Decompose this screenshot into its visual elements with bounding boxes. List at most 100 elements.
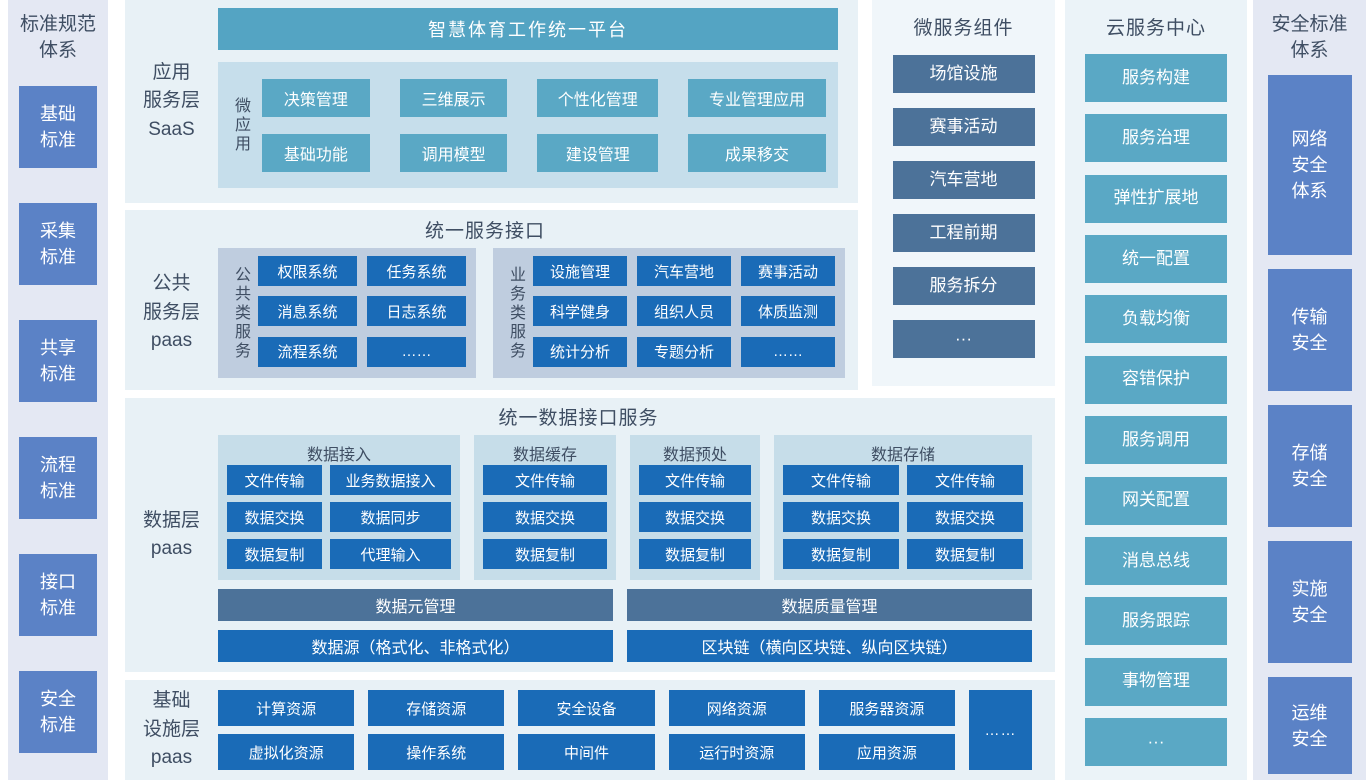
data-op-box: 数据复制 (907, 539, 1023, 569)
microservice-box: 服务拆分 (892, 267, 1035, 305)
platform-title-bar: 智慧体育工作统一平台 (218, 8, 838, 50)
data-op-box: 数据同步 (330, 502, 451, 532)
data-cache-group: 数据缓存 文件传输数据交换数据复制 (474, 435, 616, 580)
service-box: 汽车营地 (637, 256, 731, 286)
infrastructure-layer: 基础 设施层 paas 计算资源存储资源安全设备网络资源服务器资源虚拟化资源操作… (125, 680, 1055, 780)
micro-app-vertical-label: 微应用 (232, 96, 249, 154)
security-sidebar-title: 安全标准 体系 (1271, 14, 1348, 61)
data-source-bar: 数据源（格式化、非格式化） (218, 630, 613, 662)
service-box: …… (367, 336, 466, 367)
microservice-components-panel: 微服务组件 场馆设施赛事活动汽车营地工程前期服务拆分··· (872, 0, 1055, 386)
cloud-service-box: 事物管理 (1085, 657, 1227, 706)
data-storage-group: 数据存储 文件传输文件传输数据交换数据交换数据复制数据复制 (774, 435, 1032, 580)
security-standards-sidebar: 安全标准 体系 网络 安全 体系传输 安全存储 安全实施 安全运维 安全 (1253, 0, 1366, 780)
cloud-service-box: 服务治理 (1085, 114, 1227, 163)
infrastructure-body: 计算资源存储资源安全设备网络资源服务器资源虚拟化资源操作系统中间件运行时资源应用… (218, 690, 1032, 770)
infrastructure-grid: 计算资源存储资源安全设备网络资源服务器资源虚拟化资源操作系统中间件运行时资源应用… (218, 690, 955, 770)
data-groups-row: 数据接入 文件传输业务数据接入数据交换数据同步数据复制代理输入 数据缓存 文件传… (218, 435, 1032, 580)
data-storage-title: 数据存储 (870, 446, 935, 464)
service-box: 流程系统 (258, 336, 357, 367)
cloud-service-center-panel: 云服务中心 服务构建服务治理弹性扩展地统一配置负载均衡容错保护服务调用网关配置消… (1065, 0, 1247, 780)
public-services-grid: 权限系统任务系统消息系统日志系统流程系统…… (258, 256, 466, 370)
microservice-list: 场馆设施赛事活动汽车营地工程前期服务拆分··· (892, 55, 1035, 358)
standard-box: 安全 标准 (19, 671, 97, 754)
service-box: 消息系统 (258, 296, 357, 327)
resource-box: 服务器资源 (818, 690, 955, 726)
data-op-box: 数据交换 (483, 502, 607, 532)
micro-app-button: 三维展示 (399, 78, 508, 117)
security-box: 存储 安全 (1267, 405, 1352, 528)
standard-box: 采集 标准 (19, 203, 97, 286)
data-preprocess-title: 数据预处 (662, 446, 727, 464)
data-op-box: 数据交换 (639, 502, 751, 532)
micro-app-button: 专业管理应用 (688, 78, 826, 117)
cloud-panel-title: 云服务中心 (1105, 18, 1206, 39)
cloud-service-box: ··· (1085, 717, 1227, 766)
standards-sidebar-title: 标准规范 体系 (19, 14, 96, 61)
cloud-service-box: 服务调用 (1085, 416, 1227, 465)
standard-box: 基础 标准 (19, 86, 97, 169)
microservice-box: 赛事活动 (892, 108, 1035, 146)
data-source-bars: 数据源（格式化、非格式化） 区块链（横向区块链、纵向区块链） (218, 630, 1032, 662)
data-access-title: 数据接入 (306, 446, 371, 464)
standards-list: 基础 标准采集 标准共享 标准流程 标准接口 标准安全 标准 (19, 86, 97, 754)
saas-body: 智慧体育工作统一平台 微应用 决策管理三维展示个性化管理专业管理应用基础功能调用… (218, 8, 838, 195)
data-op-box: 数据交换 (783, 502, 899, 532)
data-preprocess-grid: 文件传输数据交换数据复制 (639, 465, 751, 575)
data-op-box: 数据复制 (639, 539, 751, 569)
data-management-bars: 数据元管理 数据质量管理 (218, 589, 1032, 621)
paas-layer-label: 公共 服务层 paas (142, 273, 200, 352)
data-op-box: 数据复制 (783, 539, 899, 569)
cloud-service-box: 服务构建 (1085, 54, 1227, 102)
microservice-box: 汽车营地 (892, 161, 1035, 199)
service-box: 赛事活动 (741, 256, 835, 286)
data-storage-grid: 文件传输文件传输数据交换数据交换数据复制数据复制 (783, 465, 1023, 575)
micro-apps-grid: 决策管理三维展示个性化管理专业管理应用基础功能调用模型建设管理成果移交 (262, 78, 826, 172)
micro-app-button: 基础功能 (262, 133, 370, 172)
data-op-box: 数据交换 (227, 502, 322, 532)
infrastructure-more-box: …… (969, 690, 1032, 770)
data-access-group: 数据接入 文件传输业务数据接入数据交换数据同步数据复制代理输入 (218, 435, 460, 580)
security-box: 实施 安全 (1267, 541, 1352, 664)
quality-management-bar: 数据质量管理 (627, 589, 1032, 621)
data-op-box: 文件传输 (483, 465, 607, 495)
data-op-box: 文件传输 (907, 465, 1023, 495)
data-op-box: 文件传输 (639, 465, 751, 495)
data-preprocess-group: 数据预处 文件传输数据交换数据复制 (630, 435, 760, 580)
service-box: …… (741, 336, 835, 367)
security-box: 网络 安全 体系 (1267, 75, 1352, 256)
data-op-box: 代理输入 (330, 539, 451, 569)
app-and-service-layers: 应用 服务层 SaaS 智慧体育工作统一平台 微应用 决策管理三维展示个性化管理… (125, 0, 858, 390)
data-layer-label: 数据层 paas (142, 509, 200, 560)
service-box: 权限系统 (258, 256, 357, 286)
security-box: 运维 安全 (1267, 677, 1352, 775)
blockchain-bar: 区块链（横向区块链、纵向区块链） (627, 630, 1032, 662)
meta-management-bar: 数据元管理 (218, 589, 613, 621)
microservice-box: 工程前期 (892, 214, 1035, 252)
service-box: 设施管理 (533, 256, 627, 286)
business-services-grid: 设施管理汽车营地赛事活动科学健身组织人员体质监测统计分析专题分析…… (533, 256, 835, 370)
microservice-panel-title: 微服务组件 (913, 18, 1014, 39)
cloud-service-box: 负载均衡 (1085, 295, 1227, 344)
business-services-vertical-label: 业务类服务 (507, 265, 524, 361)
micro-apps-panel: 微应用 决策管理三维展示个性化管理专业管理应用基础功能调用模型建设管理成果移交 (218, 62, 838, 188)
main-architecture-column: 应用 服务层 SaaS 智慧体育工作统一平台 微应用 决策管理三维展示个性化管理… (125, 0, 1055, 780)
resource-box: 网络资源 (668, 690, 805, 726)
data-layer: 数据层 paas 统一数据接口服务 数据接入 文件传输业务数据接入数据交换数据同… (125, 398, 1055, 672)
saas-layer-label: 应用 服务层 SaaS (142, 61, 200, 140)
micro-app-button: 建设管理 (537, 133, 659, 172)
standards-sidebar: 标准规范 体系 基础 标准采集 标准共享 标准流程 标准接口 标准安全 标准 (8, 0, 108, 780)
cloud-service-box: 弹性扩展地 (1085, 174, 1227, 223)
microservice-box: ··· (892, 320, 1035, 358)
service-box: 专题分析 (637, 336, 731, 367)
resource-box: 中间件 (518, 734, 655, 770)
cloud-service-box: 统一配置 (1085, 235, 1227, 284)
public-paas-layer: 统一服务接口 公共 服务层 paas 公共类服务 权限系统任务系统消息系统日志系… (125, 210, 858, 390)
saas-layer: 应用 服务层 SaaS 智慧体育工作统一平台 微应用 决策管理三维展示个性化管理… (125, 0, 858, 203)
paas-row: 公共 服务层 paas 公共类服务 权限系统任务系统消息系统日志系统流程系统……… (125, 248, 845, 378)
micro-app-button: 调用模型 (399, 133, 508, 172)
cloud-service-box: 消息总线 (1085, 536, 1227, 585)
resource-box: 存储资源 (368, 690, 505, 726)
cloud-service-box: 服务跟踪 (1085, 597, 1227, 646)
business-services-panel: 业务类服务 设施管理汽车营地赛事活动科学健身组织人员体质监测统计分析专题分析…… (493, 248, 845, 378)
